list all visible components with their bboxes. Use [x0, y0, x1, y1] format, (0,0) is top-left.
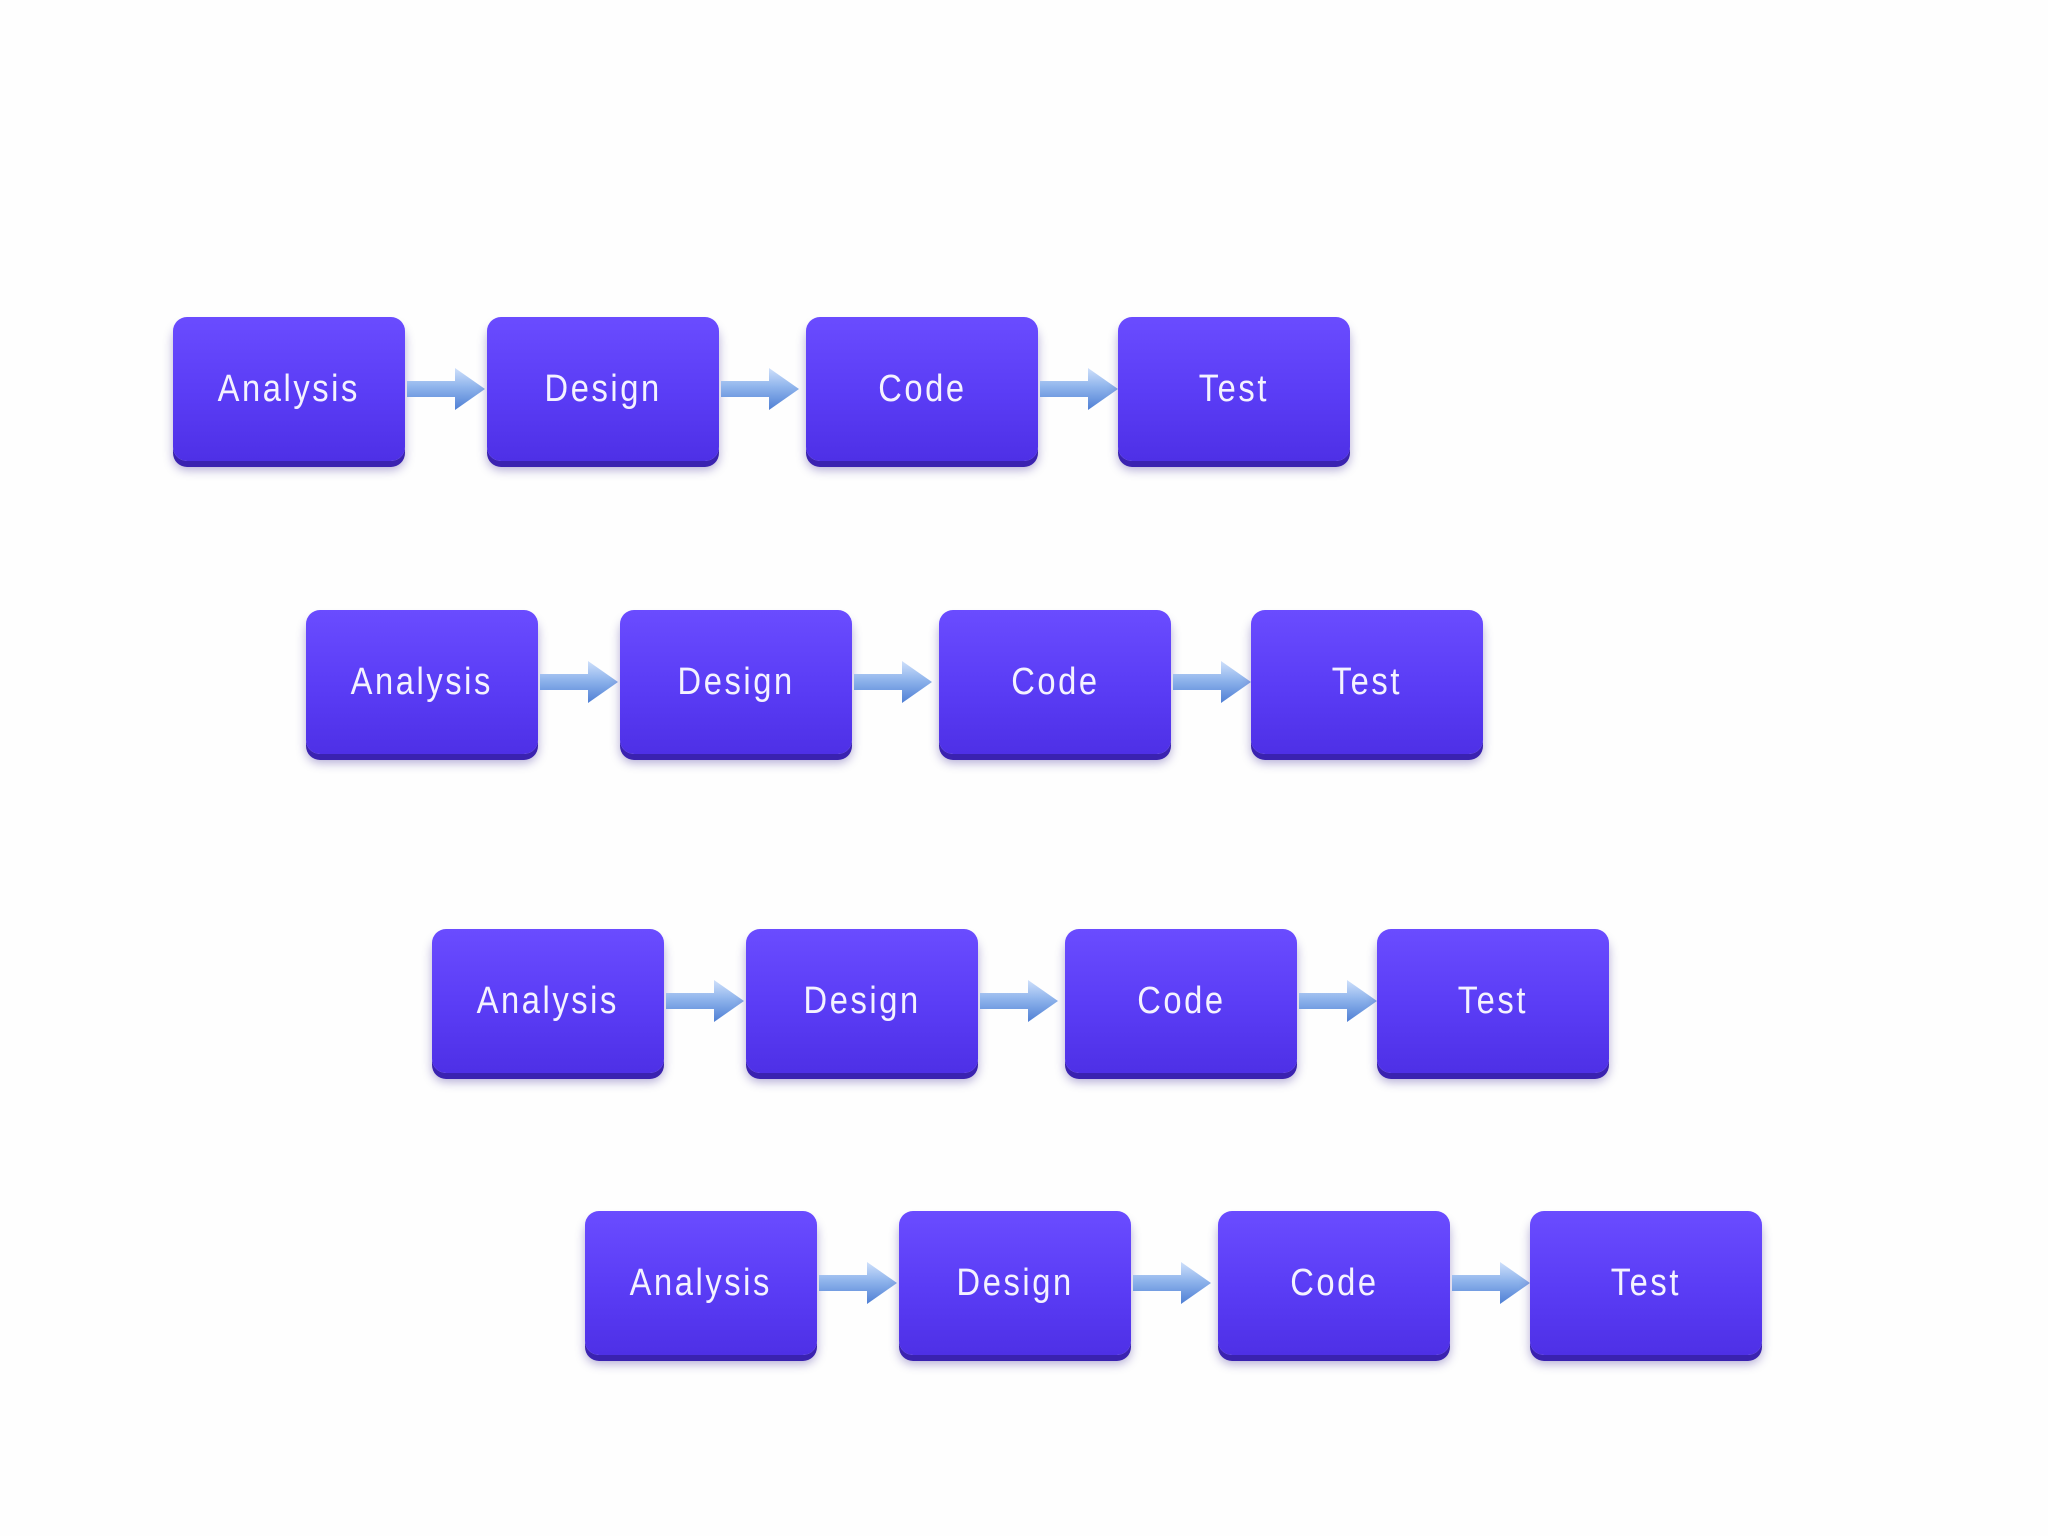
arrow-right-icon [1133, 1262, 1211, 1304]
step-code: Code [1065, 929, 1297, 1073]
step-code: Code [806, 317, 1038, 461]
step-design: Design [620, 610, 852, 754]
arrow-right-icon [1173, 661, 1251, 703]
step-label: Test [1457, 979, 1529, 1022]
arrow-right-icon [980, 980, 1058, 1022]
step-design: Design [899, 1211, 1131, 1355]
arrow-right-icon [666, 980, 744, 1022]
step-label: Analysis [476, 979, 620, 1022]
arrow-right-icon [721, 368, 799, 410]
step-design: Design [746, 929, 978, 1073]
arrow-right-icon [1299, 980, 1377, 1022]
step-label: Code [1289, 1261, 1379, 1304]
step-analysis: Analysis [432, 929, 664, 1073]
step-label: Design [677, 660, 795, 703]
step-analysis: Analysis [306, 610, 538, 754]
step-label: Design [544, 367, 662, 410]
step-test: Test [1377, 929, 1609, 1073]
process-row-1: Analysis Design Code Test [173, 317, 1353, 463]
arrow-right-icon [854, 661, 932, 703]
step-design: Design [487, 317, 719, 461]
process-row-2: Analysis Design Code Test [306, 610, 1486, 756]
step-test: Test [1530, 1211, 1762, 1355]
step-code: Code [1218, 1211, 1450, 1355]
step-label: Design [803, 979, 921, 1022]
step-label: Analysis [350, 660, 494, 703]
step-label: Code [877, 367, 967, 410]
step-label: Analysis [629, 1261, 773, 1304]
step-test: Test [1118, 317, 1350, 461]
arrow-right-icon [407, 368, 485, 410]
step-label: Analysis [217, 367, 361, 410]
step-code: Code [939, 610, 1171, 754]
step-label: Test [1198, 367, 1270, 410]
step-label: Test [1610, 1261, 1682, 1304]
step-label: Code [1136, 979, 1226, 1022]
process-row-3: Analysis Design Code Test [432, 929, 1612, 1075]
step-label: Design [956, 1261, 1074, 1304]
step-analysis: Analysis [173, 317, 405, 461]
step-label: Code [1010, 660, 1100, 703]
arrow-right-icon [540, 661, 618, 703]
arrow-right-icon [819, 1262, 897, 1304]
process-row-4: Analysis Design Code Test [585, 1211, 1765, 1357]
arrow-right-icon [1452, 1262, 1530, 1304]
arrow-right-icon [1040, 368, 1118, 410]
step-label: Test [1331, 660, 1403, 703]
step-analysis: Analysis [585, 1211, 817, 1355]
step-test: Test [1251, 610, 1483, 754]
